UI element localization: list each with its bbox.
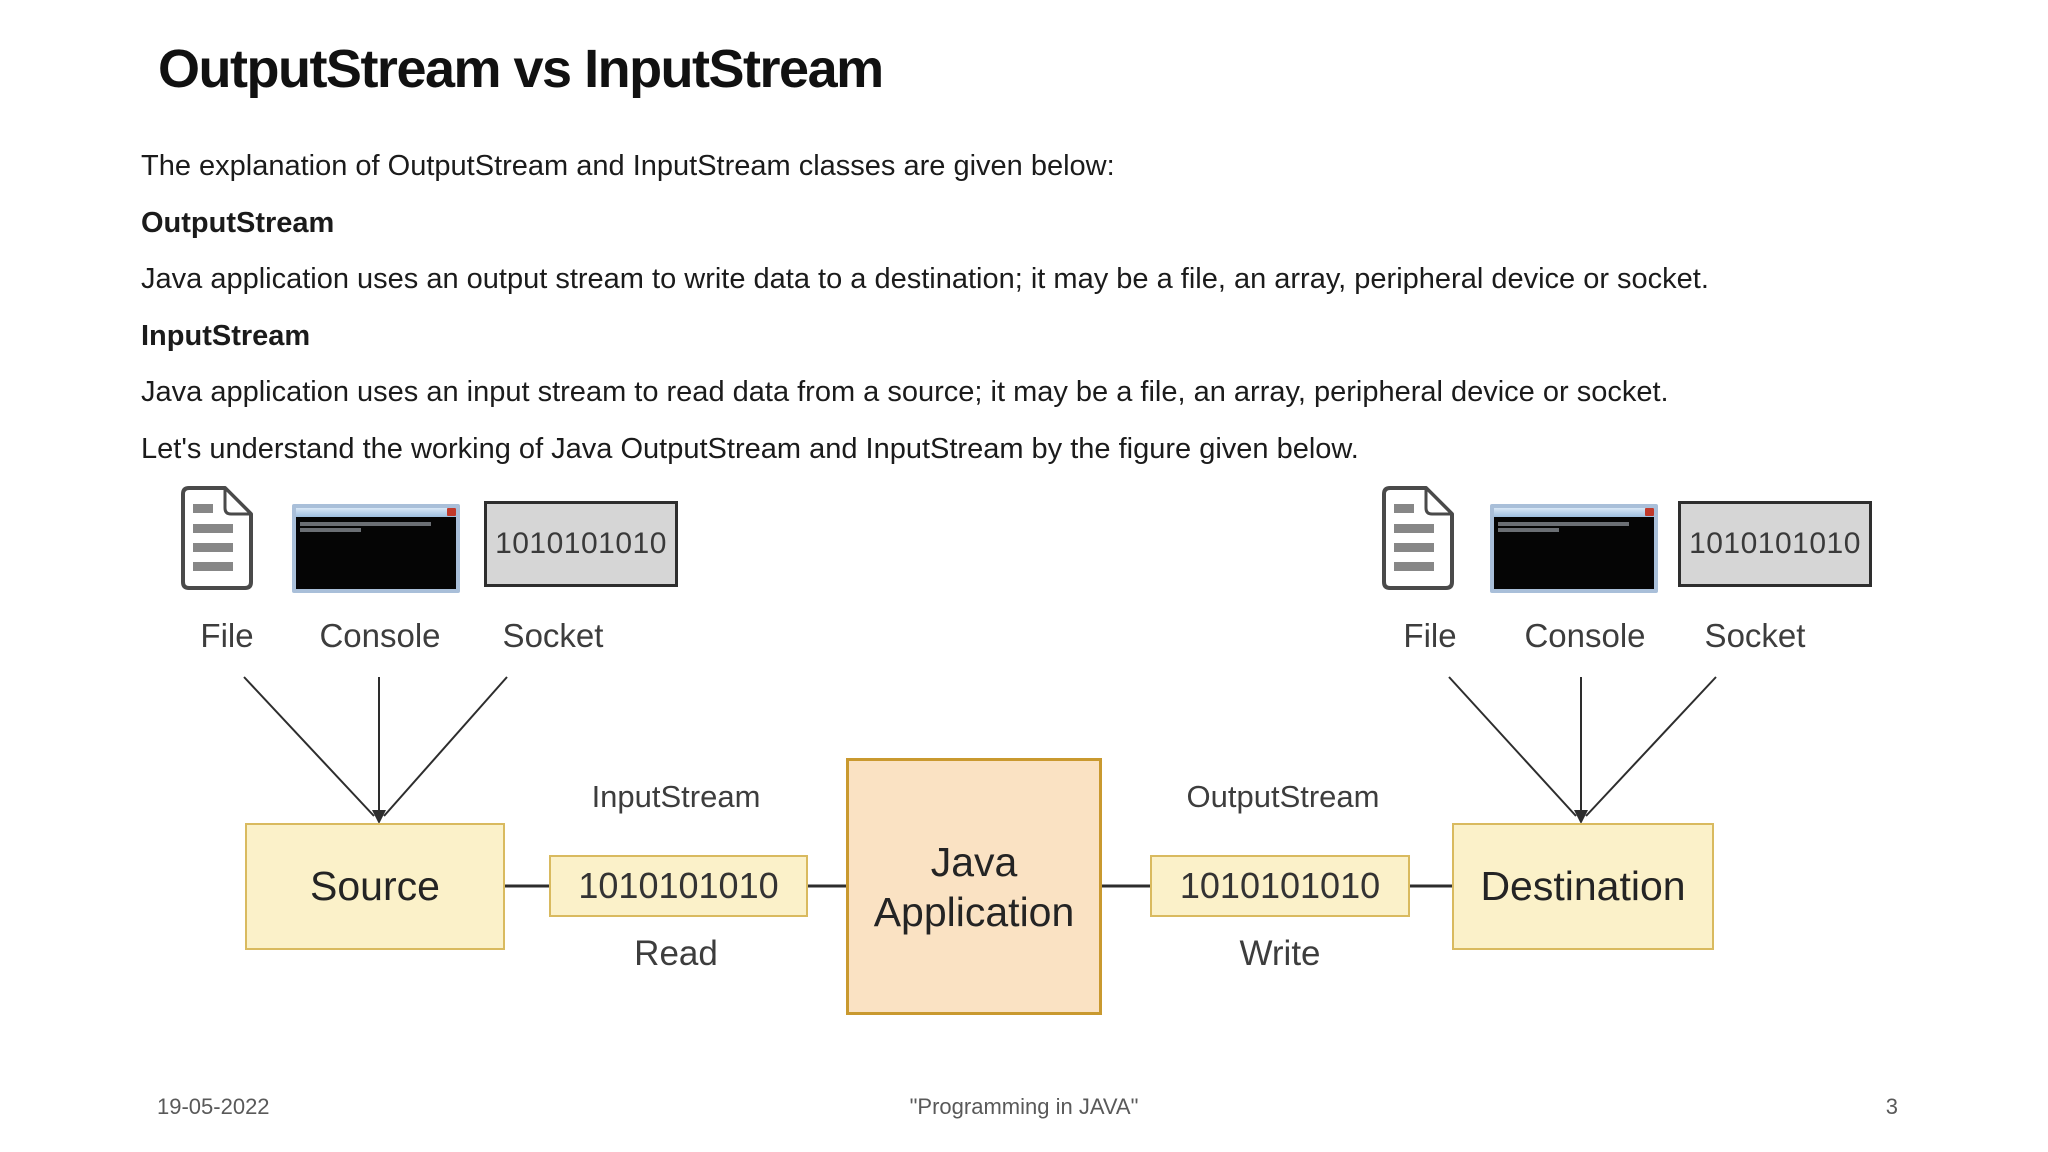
- file-label: File: [200, 617, 254, 654]
- body-line-4: Let's understand the working of Java Out…: [141, 433, 1359, 465]
- console-screen: [1494, 517, 1654, 589]
- write-bits-box: 1010101010: [1150, 855, 1410, 917]
- java-application-box: Java Application: [846, 758, 1102, 1015]
- console-icon: [1490, 504, 1658, 593]
- console-text-line: [300, 528, 361, 532]
- socket-icon: 1010101010: [1678, 501, 1872, 587]
- body-line-1: The explanation of OutputStream and Inpu…: [141, 150, 1115, 182]
- console-label: Console: [1524, 617, 1646, 654]
- console-text-line: [300, 522, 432, 526]
- source-box-label: Source: [310, 863, 440, 909]
- write-label: Write: [1239, 934, 1321, 973]
- arrowhead-icon: [1574, 810, 1588, 824]
- body-heading-inputstream: InputStream: [141, 320, 311, 352]
- read-label: Read: [634, 934, 718, 973]
- page-title: OutputStream vs InputStream: [158, 39, 884, 99]
- body-heading-outputstream: OutputStream: [141, 207, 335, 239]
- socket-bits: 1010101010: [1689, 527, 1861, 560]
- console-titlebar: [1494, 508, 1654, 517]
- destination-box-label: Destination: [1480, 863, 1686, 909]
- body-line-2: Java application uses an output stream t…: [141, 263, 1709, 295]
- read-bits-box: 1010101010: [549, 855, 808, 917]
- read-bits: 1010101010: [578, 865, 779, 906]
- socket-bits: 1010101010: [495, 527, 667, 560]
- file-icon: [1382, 486, 1454, 590]
- console-screen: [296, 517, 456, 589]
- footer-date: 19-05-2022: [157, 1094, 270, 1119]
- console-titlebar: [296, 508, 456, 517]
- source-box: Source: [245, 823, 505, 950]
- write-bits: 1010101010: [1179, 865, 1381, 906]
- file-label: File: [1403, 617, 1457, 654]
- destination-box: Destination: [1452, 823, 1714, 950]
- socket-label: Socket: [1704, 617, 1806, 654]
- console-close-icon: [447, 508, 456, 516]
- body-line-3: Java application uses an input stream to…: [141, 376, 1669, 408]
- footer-title: "Programming in JAVA": [909, 1094, 1139, 1119]
- console-icon: [292, 504, 460, 593]
- java-box-line2: Application: [873, 888, 1075, 935]
- file-icon: [181, 486, 253, 590]
- console-label: Console: [319, 617, 441, 654]
- outputstream-label: OutputStream: [1186, 779, 1380, 814]
- console-text-line: [1498, 522, 1630, 526]
- footer-page-number: 3: [1885, 1094, 1898, 1119]
- socket-label: Socket: [502, 617, 604, 654]
- inputstream-label: InputStream: [591, 779, 761, 814]
- arrowhead-icon: [372, 810, 386, 824]
- console-text-line: [1498, 528, 1559, 532]
- console-close-icon: [1645, 508, 1654, 516]
- socket-icon: 1010101010: [484, 501, 678, 587]
- java-box-line1: Java: [930, 838, 1018, 885]
